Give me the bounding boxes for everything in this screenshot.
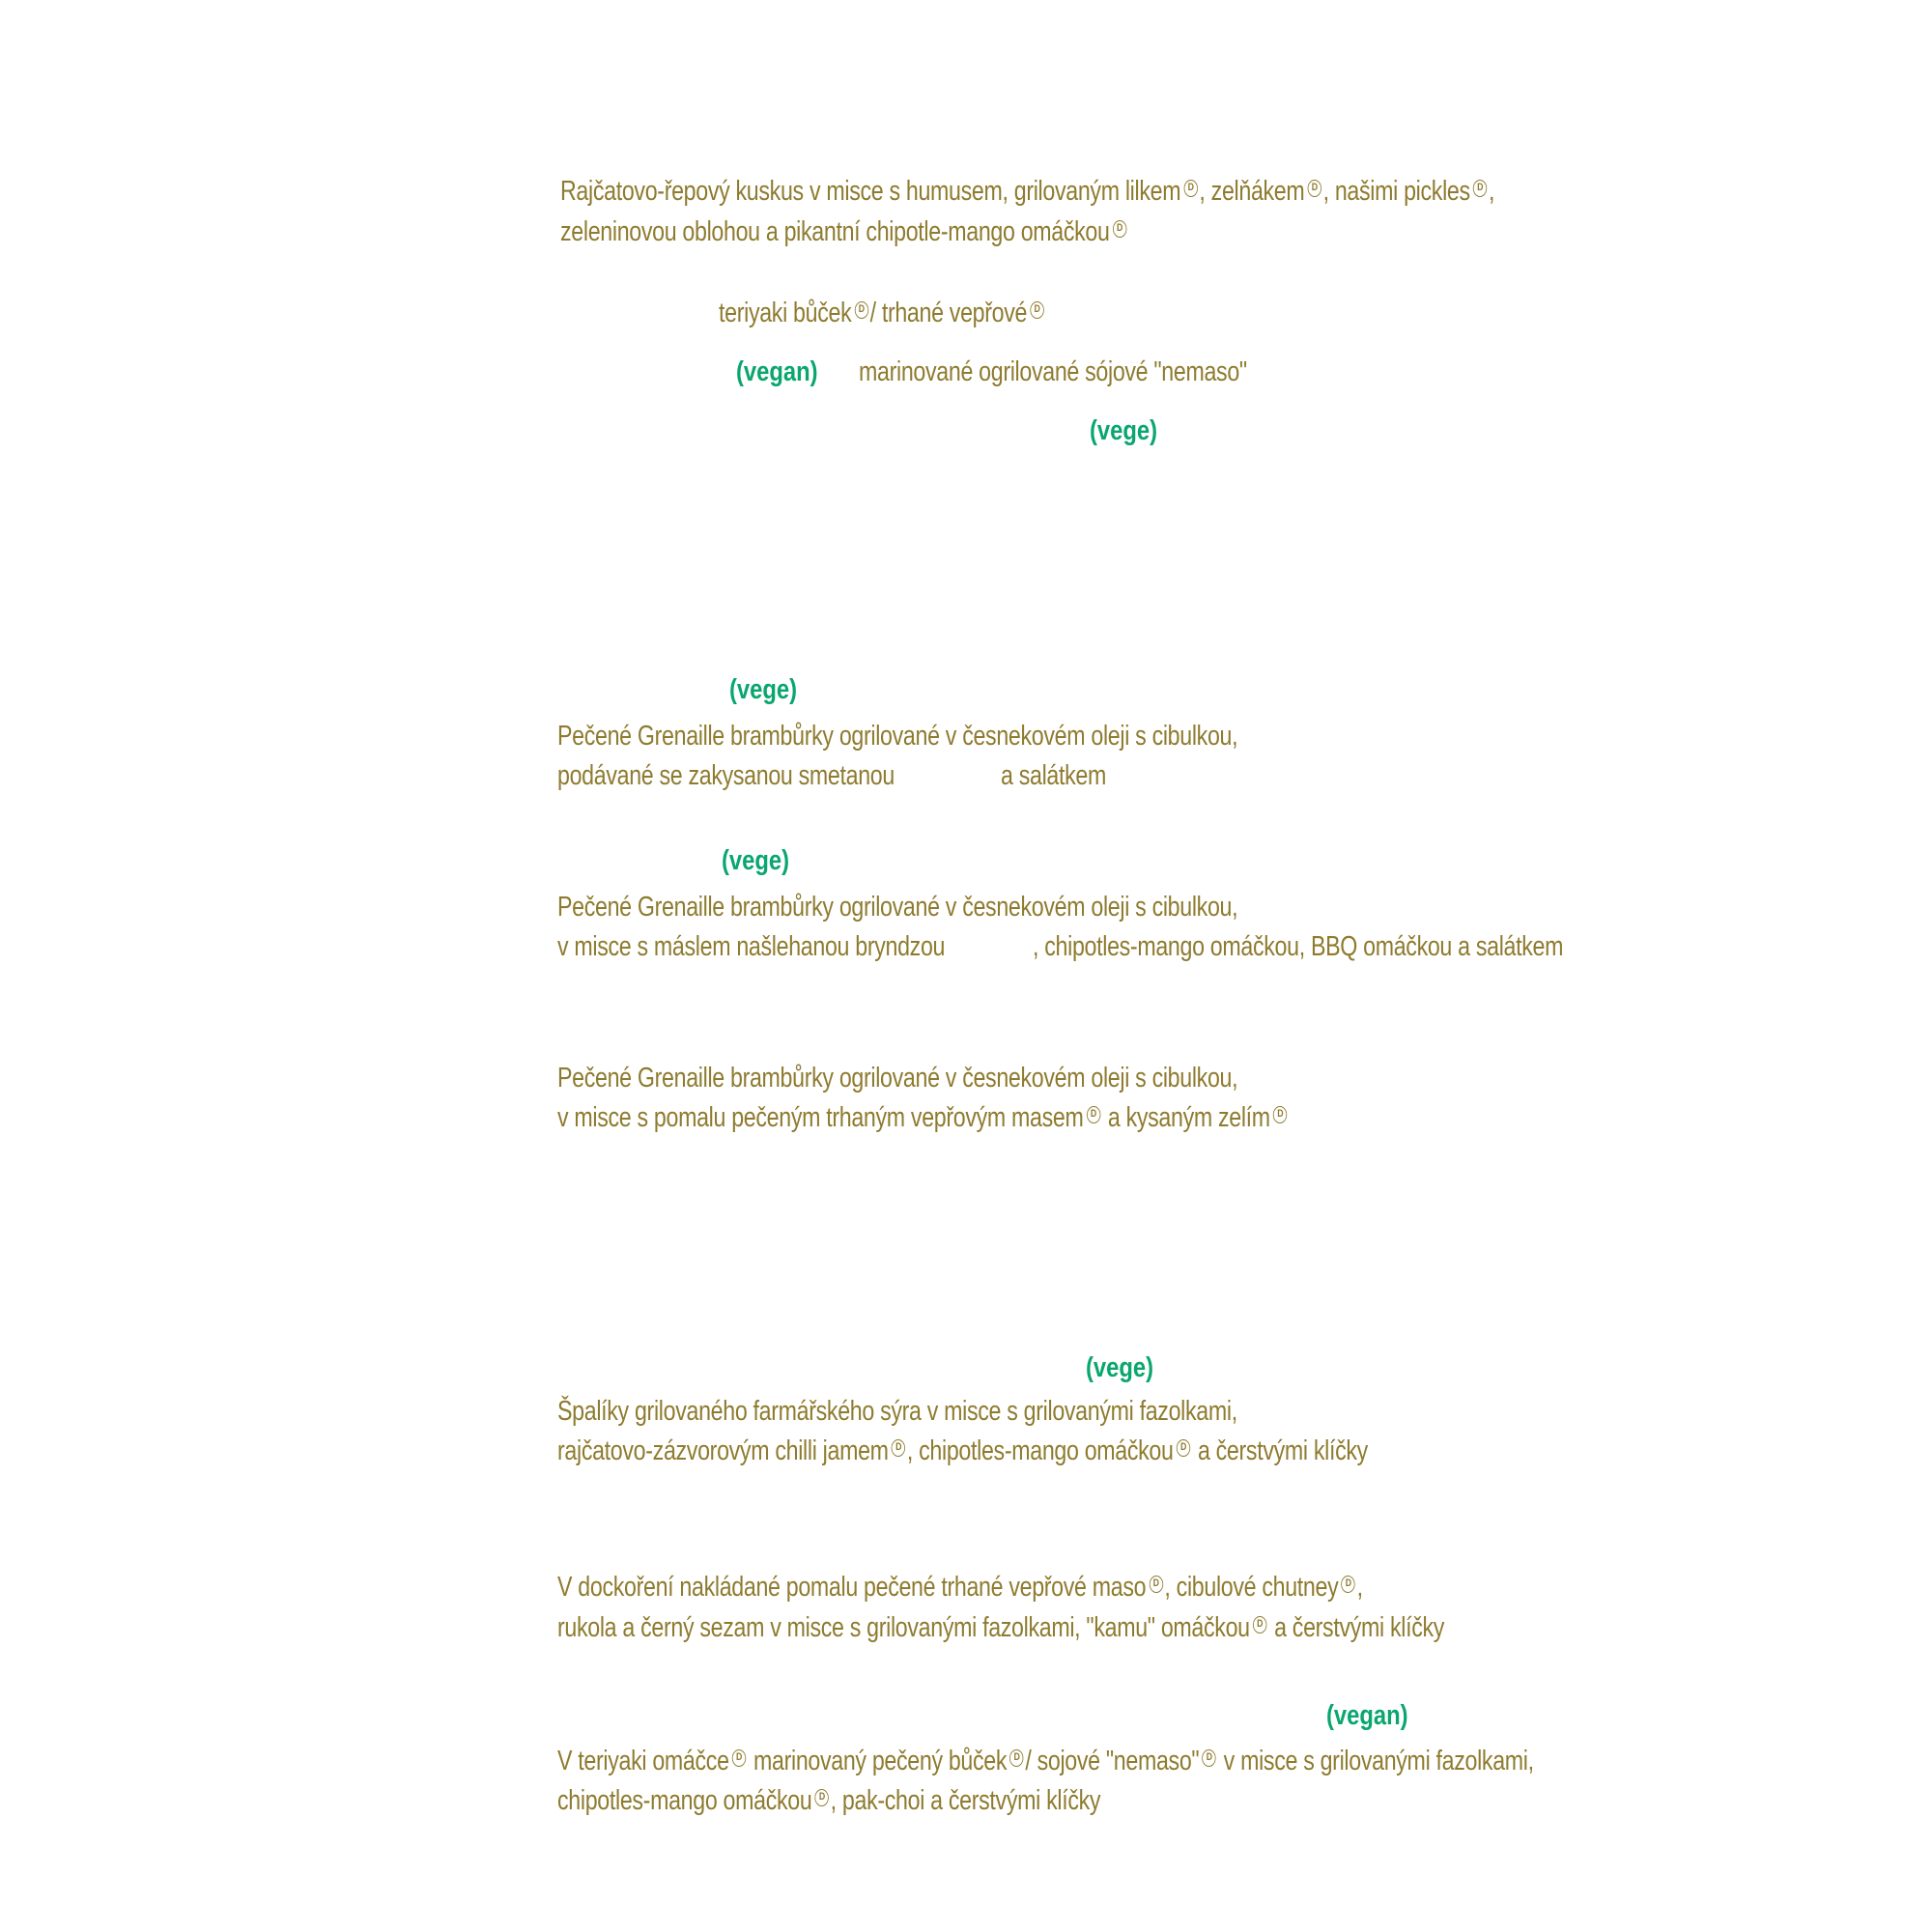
circled-d-icon: D [1273,1106,1288,1123]
circled-d-icon: D [854,301,868,319]
couscous-option-vege-tag: (vege) [1090,415,1158,446]
circled-d-icon: D [814,1789,830,1806]
couscous-line-1-part-d: , [1488,176,1495,207]
potatoes-bryndza-vege-tag: (vege) [722,845,790,876]
circled-d-icon: D [731,1749,747,1767]
pulled-pork-line-1-part-b: , cibulové chutney [1164,1572,1339,1603]
couscous-option-vegan-text: marinované ogrilované sójové "nemaso" [859,356,1247,387]
pulled-pork-line-2: rukola a černý sezam v misce s grilovaný… [557,1614,1444,1642]
circled-d-icon: D [1202,1749,1216,1767]
option-pulled-pork: / trhané vepřové [869,298,1028,328]
potatoes-pork-line-2-part-a: v misce s pomalu pečeným trhaným vepřový… [557,1102,1084,1133]
pulled-pork-line-1-part-c: , [1356,1572,1363,1603]
potatoes-pork-line-1: Pečené Grenaille brambůrky ogrilované v … [557,1063,1238,1094]
potatoes-sour-cream-vege-tag: (vege) [729,674,798,705]
circled-d-icon: D [1086,1106,1101,1123]
potatoes-bryndza-line-2b: , chipotles-mango omáčkou, BBQ omáčkou a… [1033,931,1564,962]
circled-d-icon: D [1252,1616,1267,1634]
couscous-line-2-text: zeleninovou oblohou a pikantní chipotle-… [560,216,1110,247]
cheese-line-2-part-c: a čerstvými klíčky [1197,1435,1368,1466]
circled-d-icon: D [891,1439,906,1457]
couscous-line-1-part-a: Rajčatovo-řepový kuskus v misce s humuse… [560,176,1181,207]
potatoes-pork-line-2-part-b: a kysaným zelím [1107,1102,1270,1133]
potatoes-sour-cream-line-2b: a salátkem [1001,760,1106,791]
couscous-line-1-part-b: , zelňákem [1199,176,1305,207]
circled-d-icon: D [1307,180,1321,197]
potatoes-pork-line-2: v misce s pomalu pečeným trhaným vepřový… [557,1104,1289,1132]
potatoes-sour-cream-line-2a: podávané se zakysanou smetanou [557,760,895,791]
teriyaki-line-1-part-d: v misce s grilovanými fazolkami, [1223,1746,1534,1776]
pulled-pork-line-1-part-a: V dockoření nakládané pomalu pečené trha… [557,1572,1147,1603]
teriyaki-line-1-part-a: V teriyaki omáčce [557,1746,729,1776]
couscous-description-line-2: zeleninovou oblohou a pikantní chipotle-… [560,218,1128,246]
cheese-line-2-part-b: , chipotles-mango omáčkou [906,1435,1174,1466]
teriyaki-line-1-part-b: marinovaný pečený bůček [753,1746,1008,1776]
potatoes-bryndza-line-1: Pečené Grenaille brambůrky ogrilované v … [557,892,1238,923]
pulled-pork-line-2-part-b: a čerstvými klíčky [1274,1612,1445,1643]
potatoes-bryndza-line-2a: v misce s máslem našlehanou bryndzou [557,931,946,962]
cheese-vege-tag: (vege) [1086,1352,1154,1383]
couscous-option-vegan-tag: (vegan) [736,356,818,387]
circled-d-icon: D [1030,301,1044,319]
circled-d-icon: D [1472,180,1488,197]
circled-d-icon: D [1341,1576,1355,1593]
circled-d-icon: D [1009,1749,1024,1767]
cheese-line-1: Špalíky grilovaného farmářského sýra v m… [557,1396,1237,1427]
teriyaki-line-1-part-c: / sojové "nemaso" [1025,1746,1200,1776]
teriyaki-vegan-tag: (vegan) [1326,1700,1408,1731]
couscous-description-line-1: Rajčatovo-řepový kuskus v misce s humuse… [560,178,1494,206]
circled-d-icon: D [1112,220,1127,238]
teriyaki-line-2-part-a: chipotles-mango omáčkou [557,1785,812,1816]
option-teriyaki-pork-belly: teriyaki bůček [719,298,852,328]
pulled-pork-line-2-part-a: rukola a černý sezam v misce s grilovaný… [557,1612,1250,1643]
cheese-line-2-part-a: rajčatovo-zázvorovým chilli jamem [557,1435,889,1466]
pulled-pork-line-1: V dockoření nakládané pomalu pečené trha… [557,1574,1363,1602]
circled-d-icon: D [1149,1576,1163,1593]
couscous-line-1-part-c: , našimi pickles [1322,176,1470,207]
circled-d-icon: D [1176,1439,1191,1457]
potatoes-sour-cream-line-1: Pečené Grenaille brambůrky ogrilované v … [557,721,1238,752]
circled-d-icon: D [1183,180,1198,197]
teriyaki-line-2-part-b: , pak-choi a čerstvými klíčky [830,1785,1101,1816]
